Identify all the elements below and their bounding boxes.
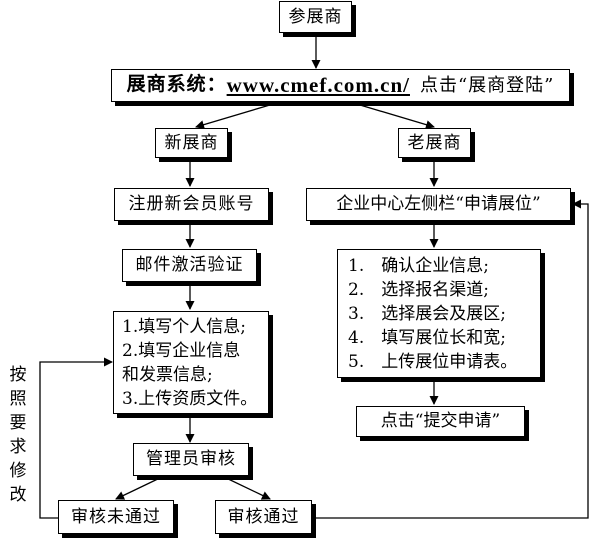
review-rejected-label: 审核未通过: [71, 506, 161, 527]
fill-info-node: 1.填写个人信息; 2.填写企业信息 和发票信息; 3.上传资质文件。: [113, 311, 269, 414]
new-exhibitor-node: 新展商: [155, 128, 228, 158]
enterprise-center-label: 企业中心左侧栏“申请展位”: [336, 194, 541, 215]
exhibitor-system-node: 展商系统： www.cmef.com.cn/ 点击“展商登陆”: [111, 69, 570, 102]
side-label-char: 改: [9, 485, 27, 505]
booth-steps-node: 1. 确认企业信息; 2. 选择报名渠道; 3. 选择展会及展区; 4. 填写展…: [337, 249, 541, 378]
enterprise-center-node: 企业中心左侧栏“申请展位”: [306, 188, 571, 221]
booth-step-line: 1. 确认企业信息;: [348, 255, 489, 276]
side-label-char: 修: [9, 461, 27, 481]
fill-info-line: 3.上传资质文件。: [122, 388, 258, 409]
booth-step-line: 5. 上传展位申请表。: [348, 351, 518, 372]
register-account-node: 注册新会员账号: [114, 188, 269, 221]
review-rejected-node: 审核未通过: [58, 500, 174, 534]
arrow-system-to-new: [195, 101, 281, 130]
email-verify-label: 邮件激活验证: [135, 255, 244, 276]
submit-application-node: 点击“提交申请”: [356, 406, 525, 437]
side-label-char: 照: [9, 389, 27, 409]
arrow-review-to-rejected: [115, 475, 165, 500]
revise-as-required-label: 按 照 要 求 修 改: [8, 363, 28, 507]
exhibitor-node: 参展商: [279, 1, 352, 33]
admin-review-label: 管理员审核: [146, 449, 236, 470]
submit-application-label: 点击“提交申请”: [380, 411, 501, 432]
arrow-approved-to-center: [312, 199, 589, 519]
new-exhibitor-label: 新展商: [164, 132, 219, 153]
system-url-link[interactable]: www.cmef.com.cn/: [226, 72, 410, 97]
side-label-char: 求: [9, 437, 27, 457]
arrow-review-to-approved: [221, 475, 271, 500]
fill-info-line: 1.填写个人信息;: [122, 316, 246, 337]
booth-step-line: 2. 选择报名渠道;: [348, 279, 489, 300]
arrow-system-to-old: [349, 101, 435, 130]
fill-info-line: 2.填写企业信息: [122, 340, 241, 361]
booth-step-line: 4. 填写展位长和宽;: [348, 327, 506, 348]
register-account-label: 注册新会员账号: [128, 194, 255, 215]
admin-review-node: 管理员审核: [133, 443, 249, 476]
booth-step-line: 3. 选择展会及展区;: [348, 303, 506, 324]
review-approved-label: 审核通过: [227, 506, 300, 527]
fill-info-line: 和发票信息;: [122, 364, 213, 385]
system-prefix: 展商系统：: [126, 74, 227, 96]
review-approved-node: 审核通过: [215, 500, 312, 534]
arrow-rejected-back-to-form: [39, 357, 113, 519]
side-label-char: 按: [9, 365, 27, 385]
exhibitor-label: 参展商: [288, 6, 343, 27]
system-suffix: 点击“展商登陆”: [419, 74, 555, 96]
old-exhibitor-label: 老展商: [407, 132, 462, 153]
side-label-char: 要: [9, 413, 27, 433]
old-exhibitor-node: 老展商: [398, 128, 471, 158]
email-verify-node: 邮件激活验证: [122, 249, 257, 282]
